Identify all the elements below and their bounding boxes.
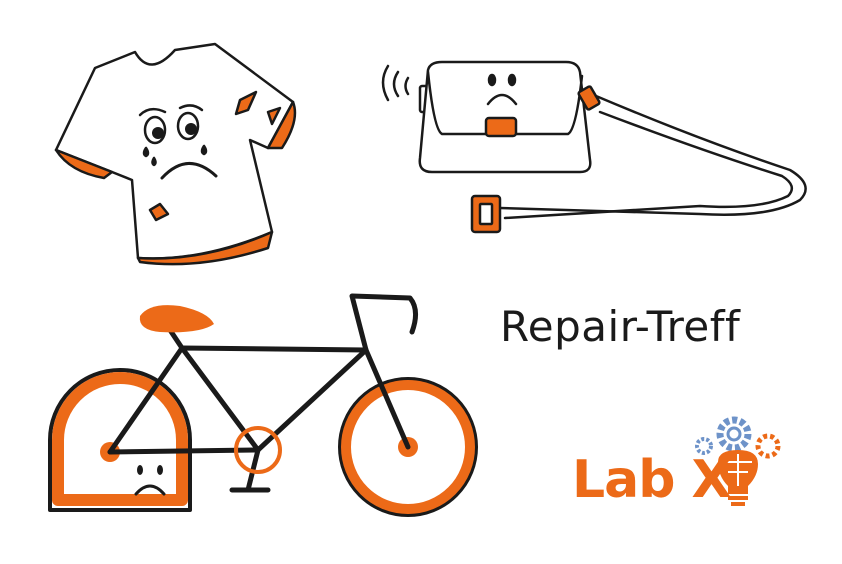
sad-handbag-icon bbox=[381, 60, 807, 234]
lab-x-logo-text: Lab X bbox=[572, 450, 732, 510]
sad-tshirt-icon bbox=[54, 42, 297, 266]
lightbulb-gears-icon bbox=[695, 416, 781, 506]
page-title: Repair-Treff bbox=[500, 302, 741, 351]
sad-bicycle-icon bbox=[48, 293, 478, 517]
